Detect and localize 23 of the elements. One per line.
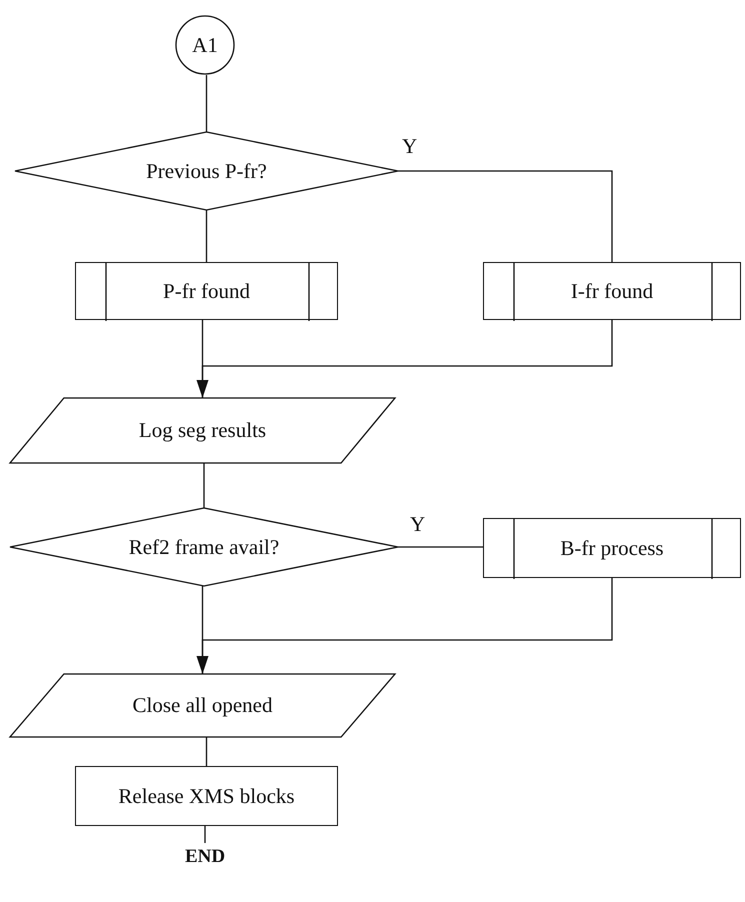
node-text: B-fr process (560, 536, 664, 560)
node-text: Close all opened (132, 693, 272, 718)
node-text: END (184, 846, 226, 868)
connector-line (206, 210, 208, 262)
node-text: Ref2 frame avail? (128, 534, 280, 560)
connector-line (204, 826, 206, 843)
node-text: A1 (192, 32, 218, 58)
arrow (196, 320, 613, 398)
arrow (196, 578, 613, 674)
subprocess-box (483, 518, 741, 578)
node-text: P-fr found (163, 278, 250, 304)
subprocess-box (483, 262, 741, 320)
connector-line (398, 546, 483, 548)
node-text: I-fr found (570, 278, 654, 304)
connector-line (206, 75, 208, 132)
subprocess-box (75, 262, 338, 320)
connector-line (206, 737, 208, 766)
node-text: Previous P-fr? (146, 158, 267, 184)
node-text: Release XMS blocks (118, 784, 295, 808)
node-text: Log seg results (138, 418, 266, 443)
connector-line (203, 463, 205, 508)
process-box (75, 766, 338, 826)
connector-line (398, 170, 613, 262)
